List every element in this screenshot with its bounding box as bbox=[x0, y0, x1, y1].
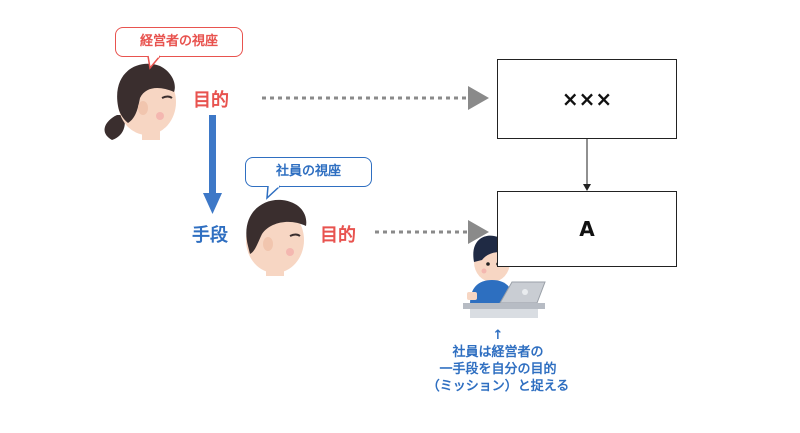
executive-purpose-label: 目的 bbox=[193, 90, 229, 111]
note-line-3: （ミッション）と捉える bbox=[426, 379, 570, 394]
employee-means-label: 手段 bbox=[192, 225, 228, 246]
top-box-text: ××× bbox=[561, 87, 613, 111]
bottom-box-text: A bbox=[579, 217, 595, 241]
employee-purpose-label: 目的 bbox=[320, 225, 356, 246]
note-line-2: 一手段を自分の目的 bbox=[439, 362, 557, 377]
employee-note: ↑ 社員は経営者の 一手段を自分の目的 （ミッション）と捉える bbox=[398, 327, 598, 395]
employee-viewpoint-bubble: 社員の視座 bbox=[245, 157, 372, 187]
executive-woman-illustration bbox=[104, 63, 176, 140]
top-box: ××× bbox=[497, 59, 677, 139]
employee-viewpoint-text: 社員の視座 bbox=[275, 164, 341, 179]
employee-man-illustration bbox=[246, 199, 307, 276]
executive-viewpoint-text: 経営者の視座 bbox=[139, 34, 218, 49]
note-up-arrow: ↑ bbox=[492, 328, 504, 343]
executive-viewpoint-bubble: 経営者の視座 bbox=[115, 27, 243, 57]
bottom-box: A bbox=[497, 191, 677, 267]
note-line-1: 社員は経営者の bbox=[452, 345, 544, 360]
purpose-to-means-arrow bbox=[203, 115, 222, 214]
